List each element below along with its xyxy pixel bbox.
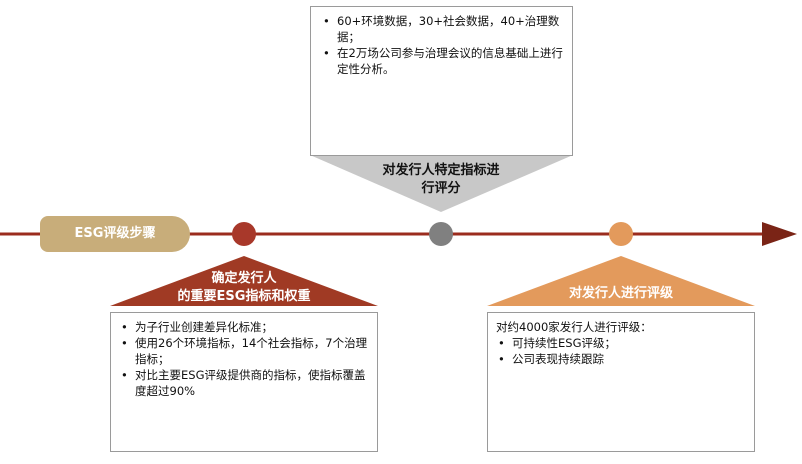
right-callout-roof	[487, 256, 755, 306]
left-callout-roof	[110, 256, 378, 306]
top-label-line-1: 对发行人特定指标进	[382, 163, 500, 178]
left-label-line-1: 确定发行人	[211, 271, 277, 286]
right-callout-label: 对发行人进行评级	[568, 286, 673, 301]
timeline-dot-2	[429, 222, 453, 246]
top-callout-label: 对发行人特定指标进 行评分	[330, 162, 552, 198]
top-callout-arrow	[310, 155, 573, 212]
right-info-box: 对约4000家发行人进行评级： 可持续性ESG评级； 公司表现持续跟踪	[487, 312, 755, 452]
right-bullet-list: 可持续性ESG评级； 公司表现持续跟踪	[490, 335, 746, 367]
left-info-box: 为子行业创建差异化标准； 使用26个环境指标，14个社会指标，7个治理指标； 对…	[110, 312, 378, 452]
list-item: 可持续性ESG评级；	[490, 335, 746, 351]
left-bullet-list: 为子行业创建差异化标准； 使用26个环境指标，14个社会指标，7个治理指标； 对…	[113, 319, 369, 399]
timeline-dot-3	[609, 222, 633, 246]
timeline-dot-1	[232, 222, 256, 246]
esg-steps-pill: ESG评级步骤	[40, 216, 190, 252]
list-item: 60+环境数据，30+社会数据，40+治理数据；	[315, 13, 564, 45]
list-item: 在2万场公司参与治理会议的信息基础上进行定性分析。	[315, 45, 564, 77]
left-callout-label: 确定发行人 的重要ESG指标和权重	[140, 270, 348, 306]
timeline-arrow-icon	[762, 222, 797, 246]
left-label-line-2: 的重要ESG指标和权重	[177, 289, 311, 304]
list-item: 公司表现持续跟踪	[490, 351, 746, 367]
list-item: 使用26个环境指标，14个社会指标，7个治理指标；	[113, 335, 369, 367]
top-bullet-list: 60+环境数据，30+社会数据，40+治理数据； 在2万场公司参与治理会议的信息…	[315, 13, 564, 77]
top-label-line-2: 行评分	[421, 181, 461, 196]
list-item: 对比主要ESG评级提供商的指标，使指标覆盖度超过90%	[113, 367, 369, 399]
top-info-box: 60+环境数据，30+社会数据，40+治理数据； 在2万场公司参与治理会议的信息…	[310, 6, 573, 156]
right-intro-text: 对约4000家发行人进行评级：	[496, 320, 652, 334]
list-item: 为子行业创建差异化标准；	[113, 319, 369, 335]
